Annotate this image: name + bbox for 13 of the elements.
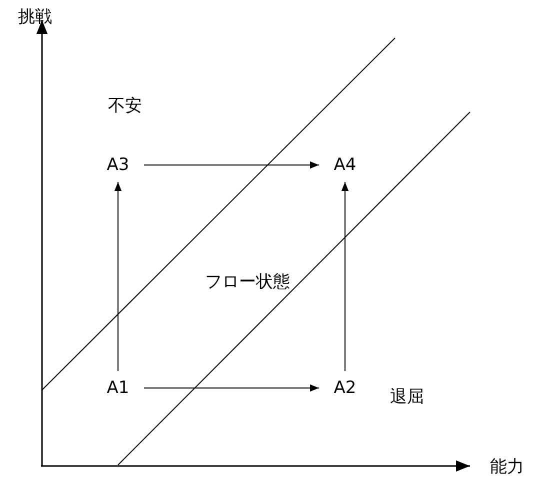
region-label: フロー状態 bbox=[205, 271, 290, 293]
state-label: A1 bbox=[98, 377, 138, 399]
region-label: 不安 bbox=[108, 95, 142, 117]
state-label: A4 bbox=[325, 154, 365, 176]
arrow bbox=[144, 384, 320, 392]
region-label: 退屈 bbox=[390, 386, 424, 408]
axis-label: 能力 bbox=[490, 456, 524, 478]
state-label: A2 bbox=[325, 377, 365, 399]
state-label: A3 bbox=[98, 154, 138, 176]
arrow bbox=[341, 182, 349, 372]
axis-label: 挑戦 bbox=[18, 6, 52, 28]
arrow bbox=[144, 161, 320, 169]
arrow bbox=[114, 182, 122, 372]
